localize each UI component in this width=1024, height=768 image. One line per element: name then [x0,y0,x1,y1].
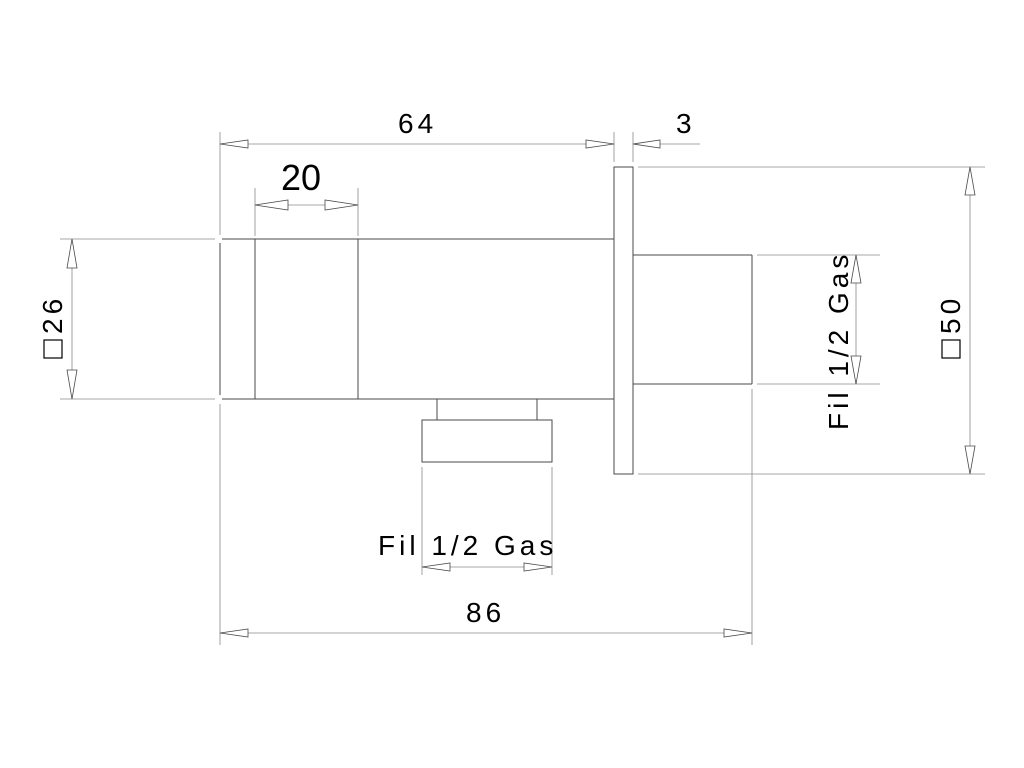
square-section-icon [43,339,63,359]
dim-50-label: 50 [935,295,966,334]
valve-body [219,238,614,400]
dimension-3: 3 [632,108,700,149]
dim-86-label: 86 [466,597,505,628]
dim-64-label: 64 [398,108,437,139]
thread-bottom-label: Fil 1/2 Gas [378,530,557,561]
extension-lines [60,132,985,645]
wall-flange [613,166,634,475]
dim-3-label: 3 [676,108,696,139]
dimension-20: 20 [254,157,359,211]
thread-right-label: Fil 1/2 Gas [823,251,854,430]
dimension-50: 50 [935,166,976,475]
dimension-64: 64 [219,108,615,149]
dimension-thread-bottom: Fil 1/2 Gas [378,530,557,572]
dimension-86: 86 [219,597,753,638]
dim-26-label: 26 [37,295,68,334]
square-section-icon [941,339,961,359]
dimension-thread-right: Fil 1/2 Gas [823,251,862,430]
dimension-26: 26 [37,238,78,400]
dim-20-label: 20 [281,157,321,198]
right-outlet [633,254,753,385]
bottom-outlet [421,398,553,463]
